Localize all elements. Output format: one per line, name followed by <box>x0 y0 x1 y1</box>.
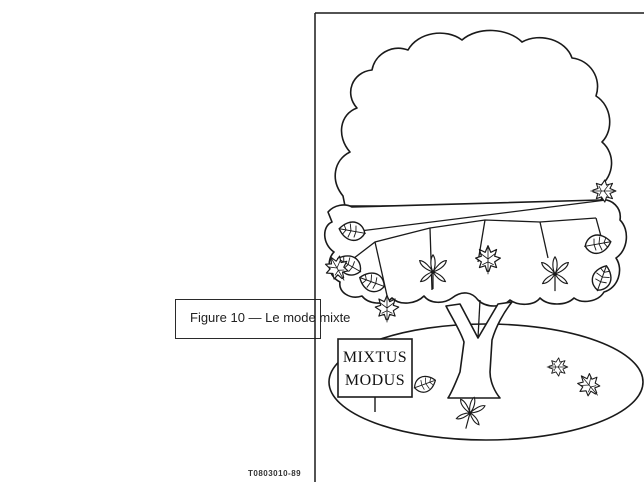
trunk-fork <box>477 299 481 339</box>
tree-trunk <box>445 301 513 399</box>
sign-board <box>337 338 413 398</box>
sign-line-2: MODUS <box>345 372 405 389</box>
figure-caption: Figure 10 — Le mode mixte <box>190 310 351 325</box>
caption-box <box>175 299 321 339</box>
sign-line-1: MIXTUS <box>343 349 407 366</box>
reference-code: T0803010-89 <box>248 469 302 478</box>
canopy-branches <box>344 199 607 301</box>
upper-canopy <box>334 29 613 207</box>
maple-leaf-icon <box>374 294 400 323</box>
